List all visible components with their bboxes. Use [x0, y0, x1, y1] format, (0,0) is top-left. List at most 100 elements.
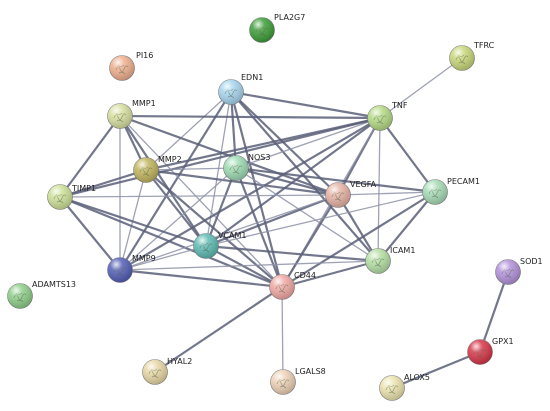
node-gpx1-label: GPX1 — [492, 337, 514, 346]
edge-edn1-mmp9[interactable] — [118, 90, 233, 272]
edge-vegfa-cd44[interactable] — [280, 193, 340, 289]
node-sod1[interactable]: SOD1 — [495, 257, 543, 285]
node-mmp1-label: MMP1 — [132, 99, 156, 108]
node-lgals8-label: LGALS8 — [295, 367, 326, 376]
edge-tfrc-tnf[interactable] — [379, 57, 463, 119]
edge-vcam1-mmp9[interactable] — [119, 245, 207, 271]
node-hyal2[interactable]: HYAL2 — [142, 357, 193, 385]
edge-timp1-cd44[interactable] — [58, 195, 284, 289]
node-tfrc[interactable]: TFRC — [449, 41, 495, 71]
node-cd44-label: CD44 — [294, 271, 316, 280]
edge-pecam1-cd44[interactable] — [280, 190, 437, 289]
edge-cd44-lgals8[interactable] — [281, 286, 284, 383]
node-mmp9[interactable]: MMP9 — [107, 254, 156, 283]
edge-icam1-cd44[interactable] — [280, 259, 380, 289]
node-lgals8-gloss — [270, 369, 296, 395]
edge-mmp9-cd44[interactable] — [118, 268, 284, 289]
edge-cd44-hyal2[interactable] — [153, 285, 284, 374]
edge-mmp2-cd44[interactable] — [144, 168, 284, 289]
edge-nos3-mmp9[interactable] — [119, 167, 237, 271]
edge-mmp2-timp1[interactable] — [58, 168, 148, 199]
edge-tnf-icam1[interactable] — [377, 117, 381, 262]
node-adamts13[interactable]: ADAMTS13 — [7, 280, 77, 309]
edge-mmp2-vcam1[interactable] — [144, 168, 208, 248]
node-alox5-gloss — [379, 375, 405, 401]
edge-mmp1-cd44[interactable] — [119, 115, 283, 288]
node-adamts13-gloss — [7, 283, 33, 309]
edge-timp1-vegfa[interactable] — [59, 194, 339, 198]
node-cd44-gloss — [269, 274, 295, 300]
edge-vegfa-vcam1[interactable] — [204, 193, 340, 248]
edge-tnf-timp1[interactable] — [58, 116, 382, 199]
edge-nos3-vegfa[interactable] — [234, 166, 340, 197]
node-hyal2-label: HYAL2 — [167, 357, 192, 366]
node-timp1[interactable]: TIMP1 — [47, 184, 97, 210]
edge-timp1-mmp9[interactable] — [58, 195, 122, 272]
node-lgals8[interactable]: LGALS8 — [270, 367, 326, 395]
edge-mmp2-mmp9[interactable] — [119, 169, 147, 271]
edge-tnf-mmp9[interactable] — [118, 116, 382, 272]
node-mmp2-label: MMP2 — [158, 155, 182, 164]
edge-nos3-pecam1[interactable] — [234, 166, 437, 194]
edge-vcam1-icam1[interactable] — [204, 244, 380, 263]
node-cd44[interactable]: CD44 — [269, 271, 316, 300]
node-tfrc-label: TFRC — [473, 41, 495, 50]
node-timp1-label: TIMP1 — [71, 184, 96, 193]
edge-timp1-vcam1[interactable] — [58, 195, 208, 248]
edge-mmp2-nos3[interactable] — [145, 167, 237, 171]
node-timp1-gloss — [47, 184, 73, 210]
node-sod1-label: SOD1 — [520, 257, 543, 266]
edge-mmp1-tnf[interactable] — [118, 114, 382, 120]
edge-tnf-pecam1[interactable] — [378, 116, 437, 194]
node-mmp1[interactable]: MMP1 — [107, 99, 156, 129]
node-alox5-label: ALOX5 — [404, 373, 430, 382]
edge-gpx1-alox5[interactable] — [390, 350, 482, 390]
node-pi16[interactable]: PI16 — [109, 51, 154, 81]
edge-nos3-cd44[interactable] — [234, 166, 284, 289]
node-pla2g7[interactable]: PLA2G7 — [249, 13, 306, 43]
node-nos3-label: NOS3 — [248, 153, 270, 162]
node-edn1[interactable]: EDN1 — [218, 73, 264, 105]
edge-vcam1-cd44[interactable] — [204, 244, 284, 289]
node-vegfa-label: VEGFA — [350, 180, 377, 189]
node-mmp9-gloss — [107, 257, 133, 283]
node-pi16-gloss — [109, 55, 135, 81]
edge-tnf-nos3[interactable] — [235, 117, 381, 169]
edge-edn1-mmp2[interactable] — [145, 91, 232, 171]
node-vcam1[interactable]: VCAM1 — [193, 231, 247, 259]
node-nos3-gloss — [223, 155, 249, 181]
edge-nos3-icam1[interactable] — [235, 167, 379, 262]
edge-layer — [58, 57, 510, 390]
edge-mmp1-vcam1[interactable] — [118, 114, 208, 248]
node-adamts13-label: ADAMTS13 — [32, 280, 76, 289]
edge-vegfa-pecam1[interactable] — [337, 191, 436, 196]
node-mmp2[interactable]: MMP2 — [133, 155, 182, 183]
node-tnf[interactable]: TNF — [367, 101, 408, 131]
node-pla2g7-gloss — [249, 17, 275, 43]
node-edn1-label: EDN1 — [241, 73, 263, 82]
node-vcam1-gloss — [193, 233, 219, 259]
node-gpx1[interactable]: GPX1 — [467, 337, 514, 365]
edge-vegfa-mmp9[interactable] — [119, 194, 339, 271]
edge-icam1-mmp9[interactable] — [119, 260, 379, 271]
node-vegfa-gloss — [325, 182, 351, 208]
node-alox5[interactable]: ALOX5 — [379, 373, 431, 401]
node-edn1-gloss — [218, 79, 244, 105]
node-icam1-gloss — [365, 248, 391, 274]
edge-pecam1-vcam1[interactable] — [205, 191, 436, 247]
edge-mmp1-timp1[interactable] — [58, 114, 122, 199]
node-icam1[interactable]: ICAM1 — [365, 246, 416, 274]
node-mmp2-gloss — [133, 157, 159, 183]
edge-vegfa-icam1[interactable] — [336, 193, 380, 263]
node-pecam1-label: PECAM1 — [447, 177, 480, 186]
node-pecam1[interactable]: PECAM1 — [422, 177, 480, 205]
edge-edn1-tnf[interactable] — [229, 90, 382, 120]
node-nos3[interactable]: NOS3 — [223, 153, 271, 181]
edge-pecam1-icam1[interactable] — [376, 190, 437, 263]
node-pla2g7-label: PLA2G7 — [274, 13, 305, 22]
node-vegfa[interactable]: VEGFA — [325, 180, 377, 208]
edge-nos3-vcam1[interactable] — [204, 166, 238, 248]
edge-sod1-gpx1[interactable] — [478, 270, 510, 354]
